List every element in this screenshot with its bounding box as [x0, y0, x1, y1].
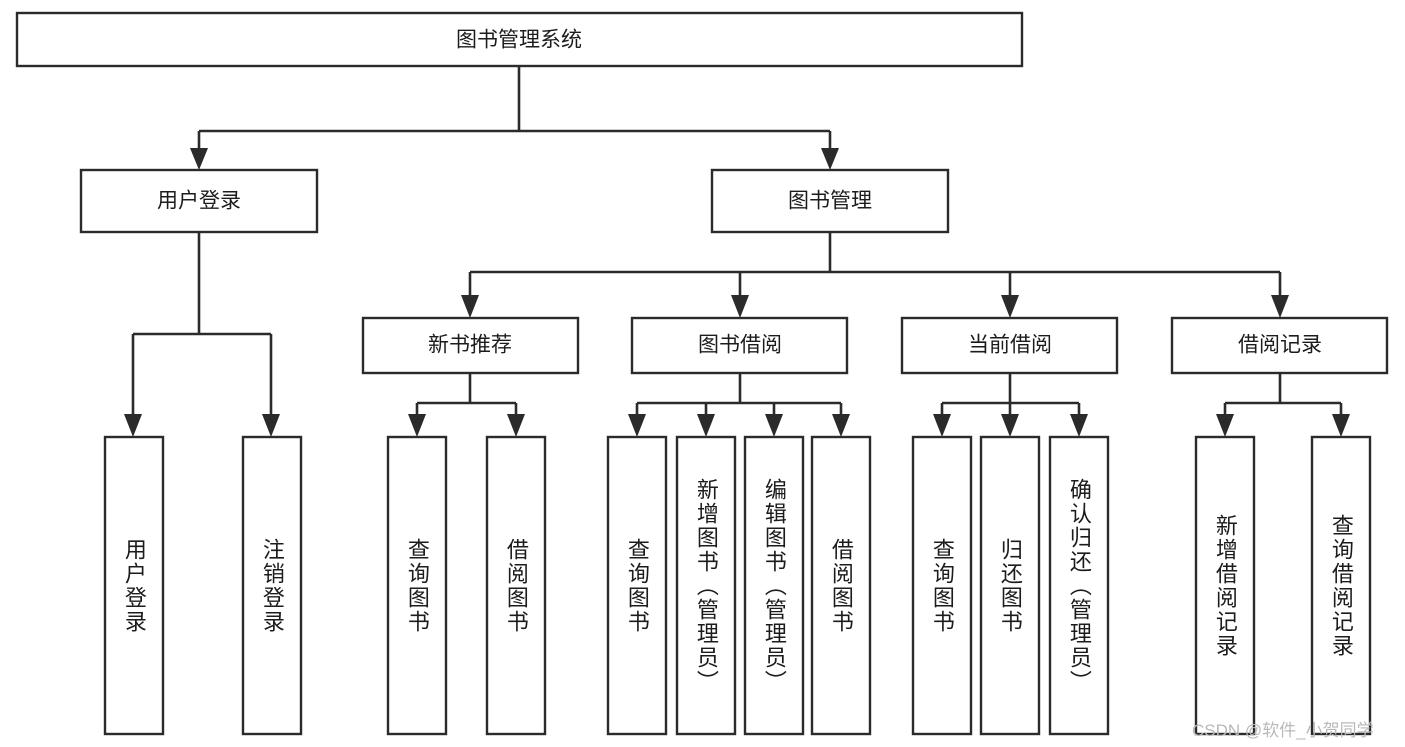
node-book-manage-box[interactable]	[710, 168, 950, 234]
arrow-head-cb-confirm	[1070, 414, 1088, 437]
csdn-watermark: CSDN @软件_小贺同学	[1192, 721, 1374, 740]
arrow-head-leaf-logout	[262, 414, 280, 437]
leaf-box-cb-confirm-return[interactable]	[1048, 435, 1110, 736]
leaf-box-bb-query-book[interactable]	[606, 435, 668, 736]
leaf-box-logout[interactable]	[241, 435, 303, 736]
leaf-box-br-query-record[interactable]	[1310, 435, 1372, 736]
node-new-book-recommend-box[interactable]	[361, 316, 580, 375]
arrow-head-cb-query	[933, 414, 951, 437]
arrow-head-br-query	[1332, 414, 1350, 437]
arrow-head-br-add	[1216, 414, 1234, 437]
node-book-borrow-label: 图书借阅	[698, 334, 782, 357]
leaf-box-cb-query-book[interactable]	[911, 435, 973, 736]
leaf-box-br-add-record[interactable]	[1194, 435, 1256, 736]
node-new-book-recommend-label: 新书推荐	[428, 334, 512, 357]
arrow-head-borrow-record	[1271, 295, 1289, 318]
leaf-box-bb-add-book[interactable]	[675, 435, 737, 736]
nodes-layer: 图书管理系统 用户登录 图书管理 新书推荐 图书借阅 当前借阅 借阅记录	[15, 11, 1389, 736]
leaf-box-cb-return-book[interactable]	[979, 435, 1041, 736]
arrow-head-leaf-user-login	[124, 414, 142, 437]
node-book-manage-label: 图书管理	[788, 190, 872, 213]
node-borrow-record-box[interactable]	[1170, 316, 1389, 375]
arrow-head-bb-query	[628, 414, 646, 437]
arrow-head-bb-borrow	[832, 414, 850, 437]
edges-layer	[124, 66, 1350, 437]
leaf-box-bb-edit-book[interactable]	[743, 435, 805, 736]
leaf-box-nbr-borrow-book[interactable]	[485, 435, 547, 736]
node-current-borrow-label: 当前借阅	[968, 334, 1052, 357]
node-book-borrow-box[interactable]	[630, 316, 849, 375]
leaf-box-nbr-query-book[interactable]	[386, 435, 448, 736]
arrow-head-bb-edit	[765, 414, 783, 437]
arrow-head-newbook-borrow	[507, 414, 525, 437]
node-user-login-box[interactable]	[79, 168, 319, 234]
node-root-label: 图书管理系统	[456, 29, 582, 52]
arrow-head-newbook-query	[408, 414, 426, 437]
arrow-head-bb-add	[697, 414, 715, 437]
node-current-borrow-box[interactable]	[900, 316, 1119, 375]
arrow-head-cb-return	[1001, 414, 1019, 437]
arrow-head-book-manage	[821, 148, 839, 170]
node-borrow-record-label: 借阅记录	[1238, 334, 1322, 357]
arrow-head-user-login	[190, 148, 208, 170]
leaf-box-bb-borrow-book[interactable]	[810, 435, 872, 736]
node-user-login-label: 用户登录	[157, 190, 241, 213]
leaf-box-user-login[interactable]	[103, 435, 165, 736]
arrow-head-new-book	[461, 295, 479, 318]
arrow-head-book-borrow	[731, 295, 749, 318]
node-root-box[interactable]	[15, 11, 1024, 68]
arrow-head-current-borrow	[1001, 295, 1019, 318]
